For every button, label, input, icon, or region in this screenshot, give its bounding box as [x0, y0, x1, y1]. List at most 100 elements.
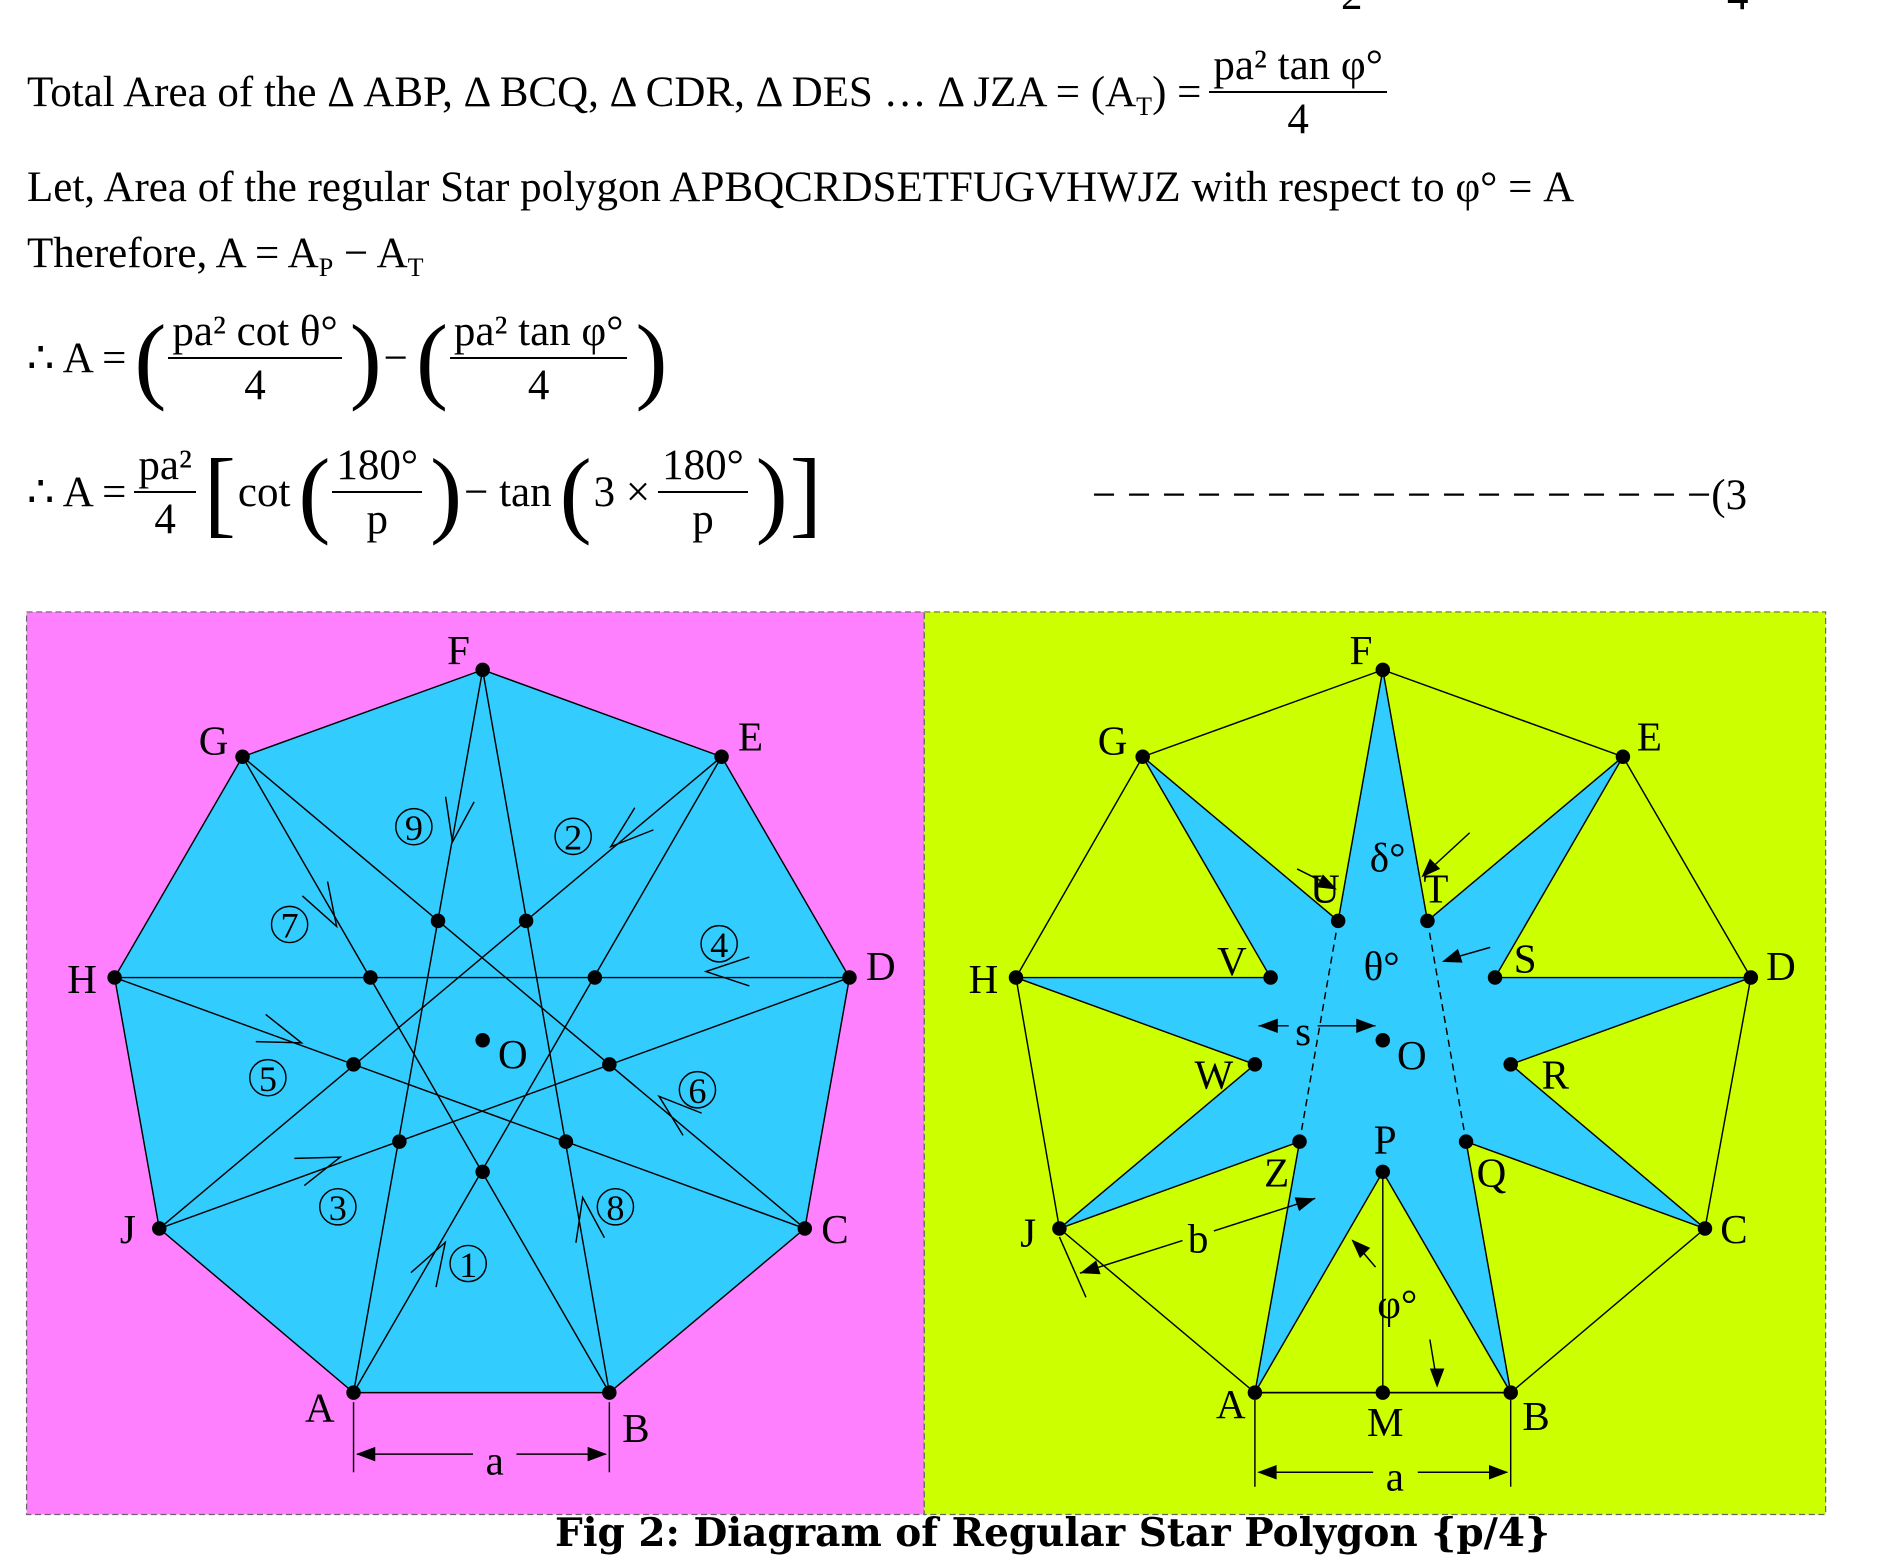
line [158, 756, 723, 1230]
label-J: J [1020, 1210, 1036, 1256]
vertex-dot [1008, 970, 1024, 985]
bracket: ] [789, 438, 822, 546]
step-circle [596, 1187, 635, 1226]
numerator: pa² tan φ° [449, 310, 628, 359]
vertex-dot [152, 1221, 167, 1236]
intersection-dot [475, 1164, 490, 1180]
label-R: R [1542, 1052, 1570, 1098]
direction-arrow-icon [703, 956, 750, 987]
line [1426, 920, 1467, 1142]
label-delta: δ° [1370, 834, 1406, 880]
paren: ( [559, 438, 592, 546]
nonagon [113, 669, 851, 1394]
label-O: O [1397, 1032, 1427, 1078]
eq-sub: T [1136, 92, 1153, 121]
step-circle [249, 1058, 287, 1097]
center-dot [1375, 1033, 1391, 1048]
numerator: pa² tan φ° [1209, 44, 1387, 93]
direction-arrow-icon [575, 1195, 606, 1243]
paren: ( [415, 304, 448, 412]
eq-sub: T [407, 253, 424, 282]
paren: ) [755, 438, 788, 546]
vertex-dot [1615, 749, 1631, 764]
arrowhead [1351, 1239, 1371, 1259]
line [1058, 1236, 1087, 1298]
eq-text: cot [237, 469, 291, 516]
numerator: pa² [134, 444, 196, 493]
inner-vertex-dot [1292, 1134, 1307, 1149]
direction-arrow-icon [294, 1156, 343, 1187]
denominator: 4 [1287, 96, 1309, 143]
label-C: C [1720, 1206, 1747, 1252]
denominator: 4 [244, 362, 266, 409]
direction-arrow-icon [410, 1240, 447, 1288]
arrowhead [1356, 1018, 1376, 1034]
step-number: 4 [710, 925, 728, 965]
numerator: 180° [658, 444, 748, 493]
line [114, 976, 806, 1230]
vertex-dot [1743, 970, 1759, 985]
step-circle [554, 817, 592, 856]
step-number: 7 [281, 906, 299, 946]
inner-vertex-dot [1247, 1057, 1263, 1072]
step-number: 6 [688, 1071, 706, 1111]
eq-text: Therefore, A = A [27, 230, 319, 277]
label-J: J [120, 1206, 136, 1252]
denominator: p [366, 496, 388, 543]
equation-line-4: ∴ A = (pa² cot θ°4) − (pa² tan φ°4) [27, 310, 669, 407]
eq-text-main: Total Area of the Δ ABP, Δ BCQ, Δ CDR, Δ… [27, 69, 1137, 116]
label-E: E [738, 714, 763, 760]
paren: ) [349, 304, 382, 412]
inner-vertex-dot [1330, 913, 1346, 929]
fraction: pa² cot θ°4 [168, 310, 342, 409]
vertex-dot [475, 662, 490, 678]
vertex-dot [797, 1221, 813, 1236]
paren: ) [635, 304, 668, 412]
inner-vertex-dot [1263, 970, 1278, 985]
label-O: O [498, 1031, 528, 1077]
eq-text: − A [333, 230, 408, 277]
nonagon-outline [1015, 669, 1752, 1394]
step-circle [700, 924, 738, 963]
fraction: 180°p [332, 444, 423, 543]
intersection-dot [558, 1134, 574, 1149]
direction-arrow-icon [444, 796, 475, 845]
vertex-dot [235, 749, 250, 764]
step-circle [270, 905, 309, 944]
paren: ) [430, 438, 463, 546]
arrowhead [1294, 1197, 1316, 1212]
intersection-dot [602, 1057, 617, 1072]
vertex-dot [842, 970, 857, 985]
vertex-dot [1052, 1221, 1067, 1236]
line [352, 669, 484, 1393]
step-circle [319, 1187, 357, 1226]
inner-vertex-dot [1503, 1057, 1518, 1072]
arrowhead [1441, 948, 1463, 963]
arrowhead [1316, 874, 1337, 890]
arrowhead [587, 1446, 607, 1462]
equation-line-1: Total Area of the Δ ABP, Δ BCQ, Δ CDR, Δ… [27, 44, 1395, 141]
vertex-dot [1247, 1385, 1263, 1400]
arrowhead [1258, 1018, 1278, 1034]
step-number: 1 [459, 1245, 477, 1285]
label-H: H [67, 956, 97, 1002]
direction-arrow-icon [657, 1094, 702, 1136]
intersection-dot [430, 913, 446, 929]
intersection-dot [518, 913, 534, 929]
line [481, 669, 611, 1393]
label-s: s [1295, 1008, 1311, 1054]
bracket: [ [203, 438, 236, 546]
inner-vertex-dot [1458, 1134, 1474, 1149]
arrowhead [1429, 1368, 1445, 1388]
label-phi: φ° [1377, 1281, 1417, 1327]
denominator: 4 [154, 496, 176, 543]
step-circle [395, 807, 433, 846]
line [159, 976, 850, 1230]
label-F: F [1350, 627, 1373, 673]
vertex-dot [1375, 662, 1391, 678]
